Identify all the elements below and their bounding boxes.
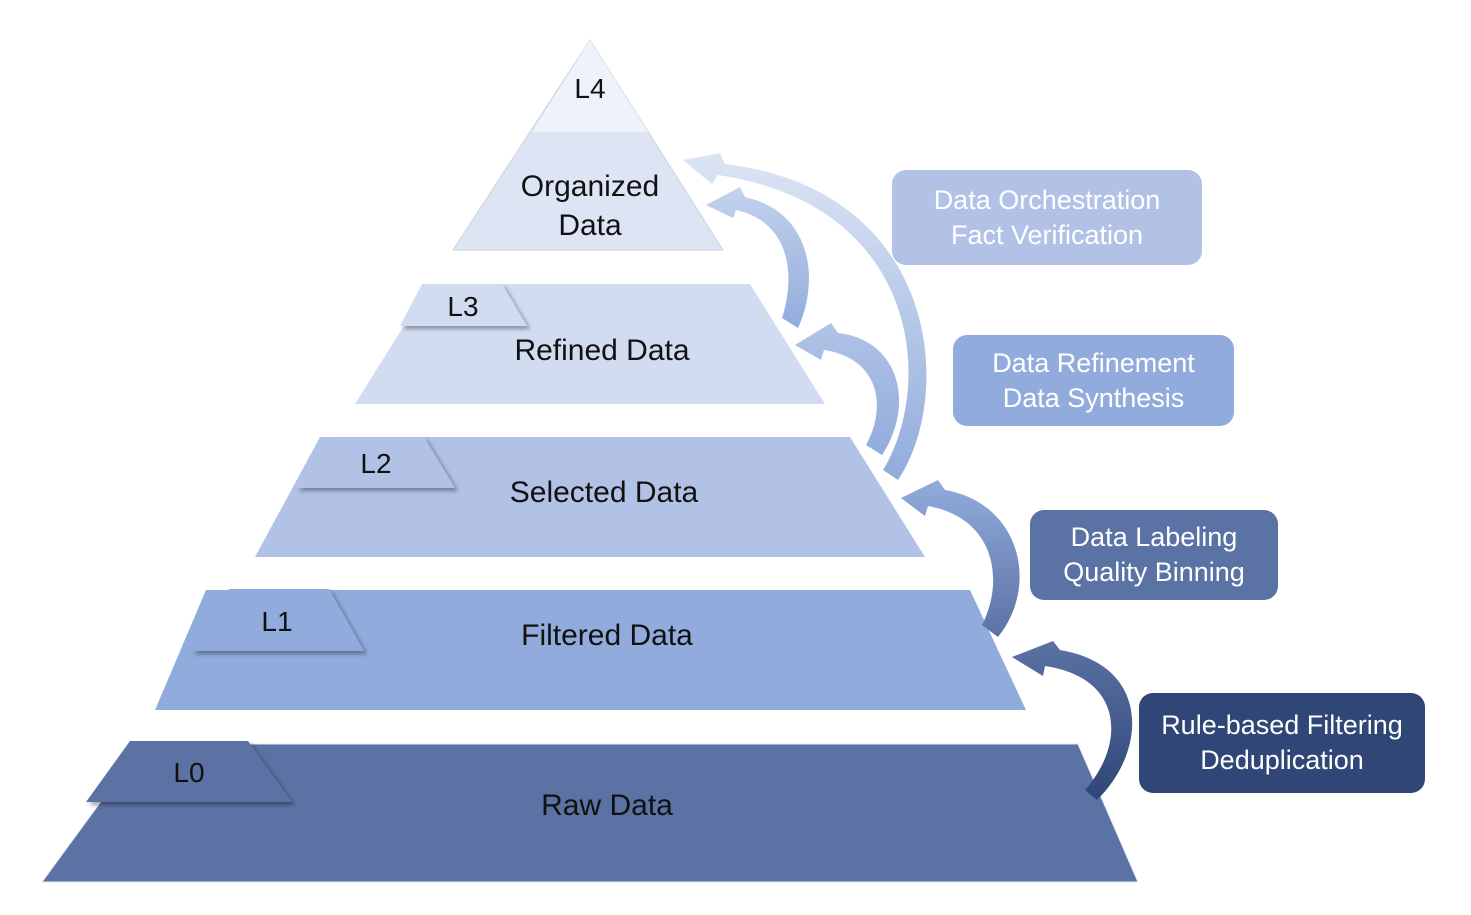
process-box-data-refinement-line1: Data Refinement [992, 347, 1195, 378]
process-box-rule-based-filtering-line1: Rule-based Filtering [1161, 710, 1403, 740]
tier-l3: L3 Refined Data [355, 284, 825, 404]
tier-l0: L0 Raw Data [41, 741, 1139, 883]
tier-label-organized-data-line2: Data [558, 209, 622, 242]
process-box-data-labeling-line2: Quality Binning [1063, 557, 1245, 587]
arrow-l1-to-l2-body [901, 480, 1020, 637]
level-tag-l2-shape [296, 437, 455, 488]
process-box-data-labeling: Data Labeling Quality Binning [1030, 510, 1278, 600]
process-box-data-refinement: Data Refinement Data Synthesis [953, 335, 1234, 426]
tier-label-refined-data: Refined Data [514, 334, 689, 367]
arrow-l2-to-l4-body [683, 153, 927, 480]
tier-label-organized-data-line1: Organized [521, 170, 659, 203]
arrow-l3-to-l4 [706, 187, 809, 328]
tier-l4-shape [452, 39, 724, 251]
tier-l4-tip [532, 40, 648, 132]
tier-l1: L1 Filtered Data [155, 589, 1026, 710]
tier-l1-shape [155, 590, 1026, 710]
process-box-data-orchestration: Data Orchestration Fact Verification [892, 170, 1202, 265]
level-tag-l2: L2 [360, 448, 391, 479]
tier-l2: L2 Selected Data [255, 437, 925, 557]
process-box-data-labeling-line1: Data Labeling [1070, 522, 1238, 552]
arrow-l2-to-l4 [683, 153, 927, 480]
tier-label-raw-data: Raw Data [541, 789, 673, 822]
level-tag-l1-shape [191, 589, 364, 651]
level-tag-l1: L1 [261, 606, 292, 637]
level-tag-l3-shape [400, 284, 527, 326]
arrow-l0-to-l1 [1012, 641, 1133, 800]
tier-l4: L4 Organized Data [452, 39, 724, 251]
arrow-l0-to-l1-body [1012, 641, 1133, 800]
arrow-l1-to-l2 [901, 480, 1020, 637]
level-tag-l0-shape [86, 741, 292, 802]
process-box-rule-based-filtering-line2: Deduplication [1200, 745, 1364, 775]
level-tag-l3: L3 [447, 291, 478, 322]
level-tag-l4: L4 [574, 73, 605, 104]
process-box-rule-based-filtering: Rule-based Filtering Deduplication [1139, 693, 1425, 793]
arrow-l2-to-l3-body [795, 323, 900, 455]
tier-label-filtered-data: Filtered Data [521, 619, 693, 652]
arrow-l2-to-l3 [795, 323, 900, 455]
tier-label-selected-data: Selected Data [510, 476, 699, 509]
process-box-data-orchestration-line1: Data Orchestration [933, 184, 1161, 215]
process-box-data-orchestration-line2: Fact Verification [950, 219, 1144, 250]
arrow-l3-to-l4-body [706, 187, 809, 328]
process-box-data-refinement-line2: Data Synthesis [1002, 382, 1185, 413]
level-tag-l0: L0 [173, 757, 204, 788]
